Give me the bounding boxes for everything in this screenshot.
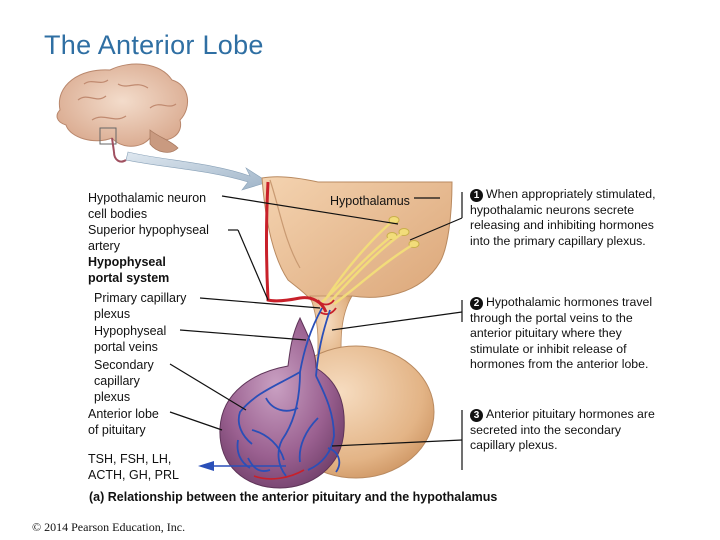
step-text: Anterior pituitary hormones are secreted… (470, 407, 655, 452)
brain-thumbnail (56, 63, 188, 163)
step-text: Hypothalamic hormones travel through the… (470, 295, 653, 371)
step-number-badge: 3 (470, 409, 483, 422)
label-superior-artery: Superior hypophyseal artery (88, 223, 209, 253)
step-text: When appropriately stimulated, hypothala… (470, 187, 656, 248)
zoom-arrow (125, 151, 269, 191)
page-title: The Anterior Lobe (44, 30, 264, 60)
superior-artery (265, 181, 328, 313)
label-hypothalamic-neuron: Hypothalamic neuron cell bodies (88, 191, 207, 221)
figure-caption: (a) Relationship between the anterior pi… (89, 490, 498, 504)
label-portal-system: Hypophyseal portal system (88, 255, 170, 285)
label-hypothalamus: Hypothalamus (330, 194, 410, 208)
step-number-badge: 1 (470, 189, 483, 202)
label-portal-veins: Hypophyseal portal veins (94, 324, 167, 354)
hypothalamus-tissue (261, 176, 453, 328)
anterior-lobe-shape (219, 316, 345, 489)
label-anterior-lobe: Anterior lobe of pituitary (88, 407, 159, 437)
copyright-notice: © 2014 Pearson Education, Inc. (32, 520, 186, 534)
label-hormones: TSH, FSH, LH, ACTH, GH, PRL (88, 452, 179, 482)
label-secondary-plexus: Secondary capillary plexus (94, 358, 154, 404)
label-primary-plexus: Primary capillary plexus (94, 291, 187, 321)
hypothalamic-neurons (321, 216, 420, 305)
leader-lines (169, 192, 463, 470)
step-number-badge: 2 (470, 297, 483, 310)
